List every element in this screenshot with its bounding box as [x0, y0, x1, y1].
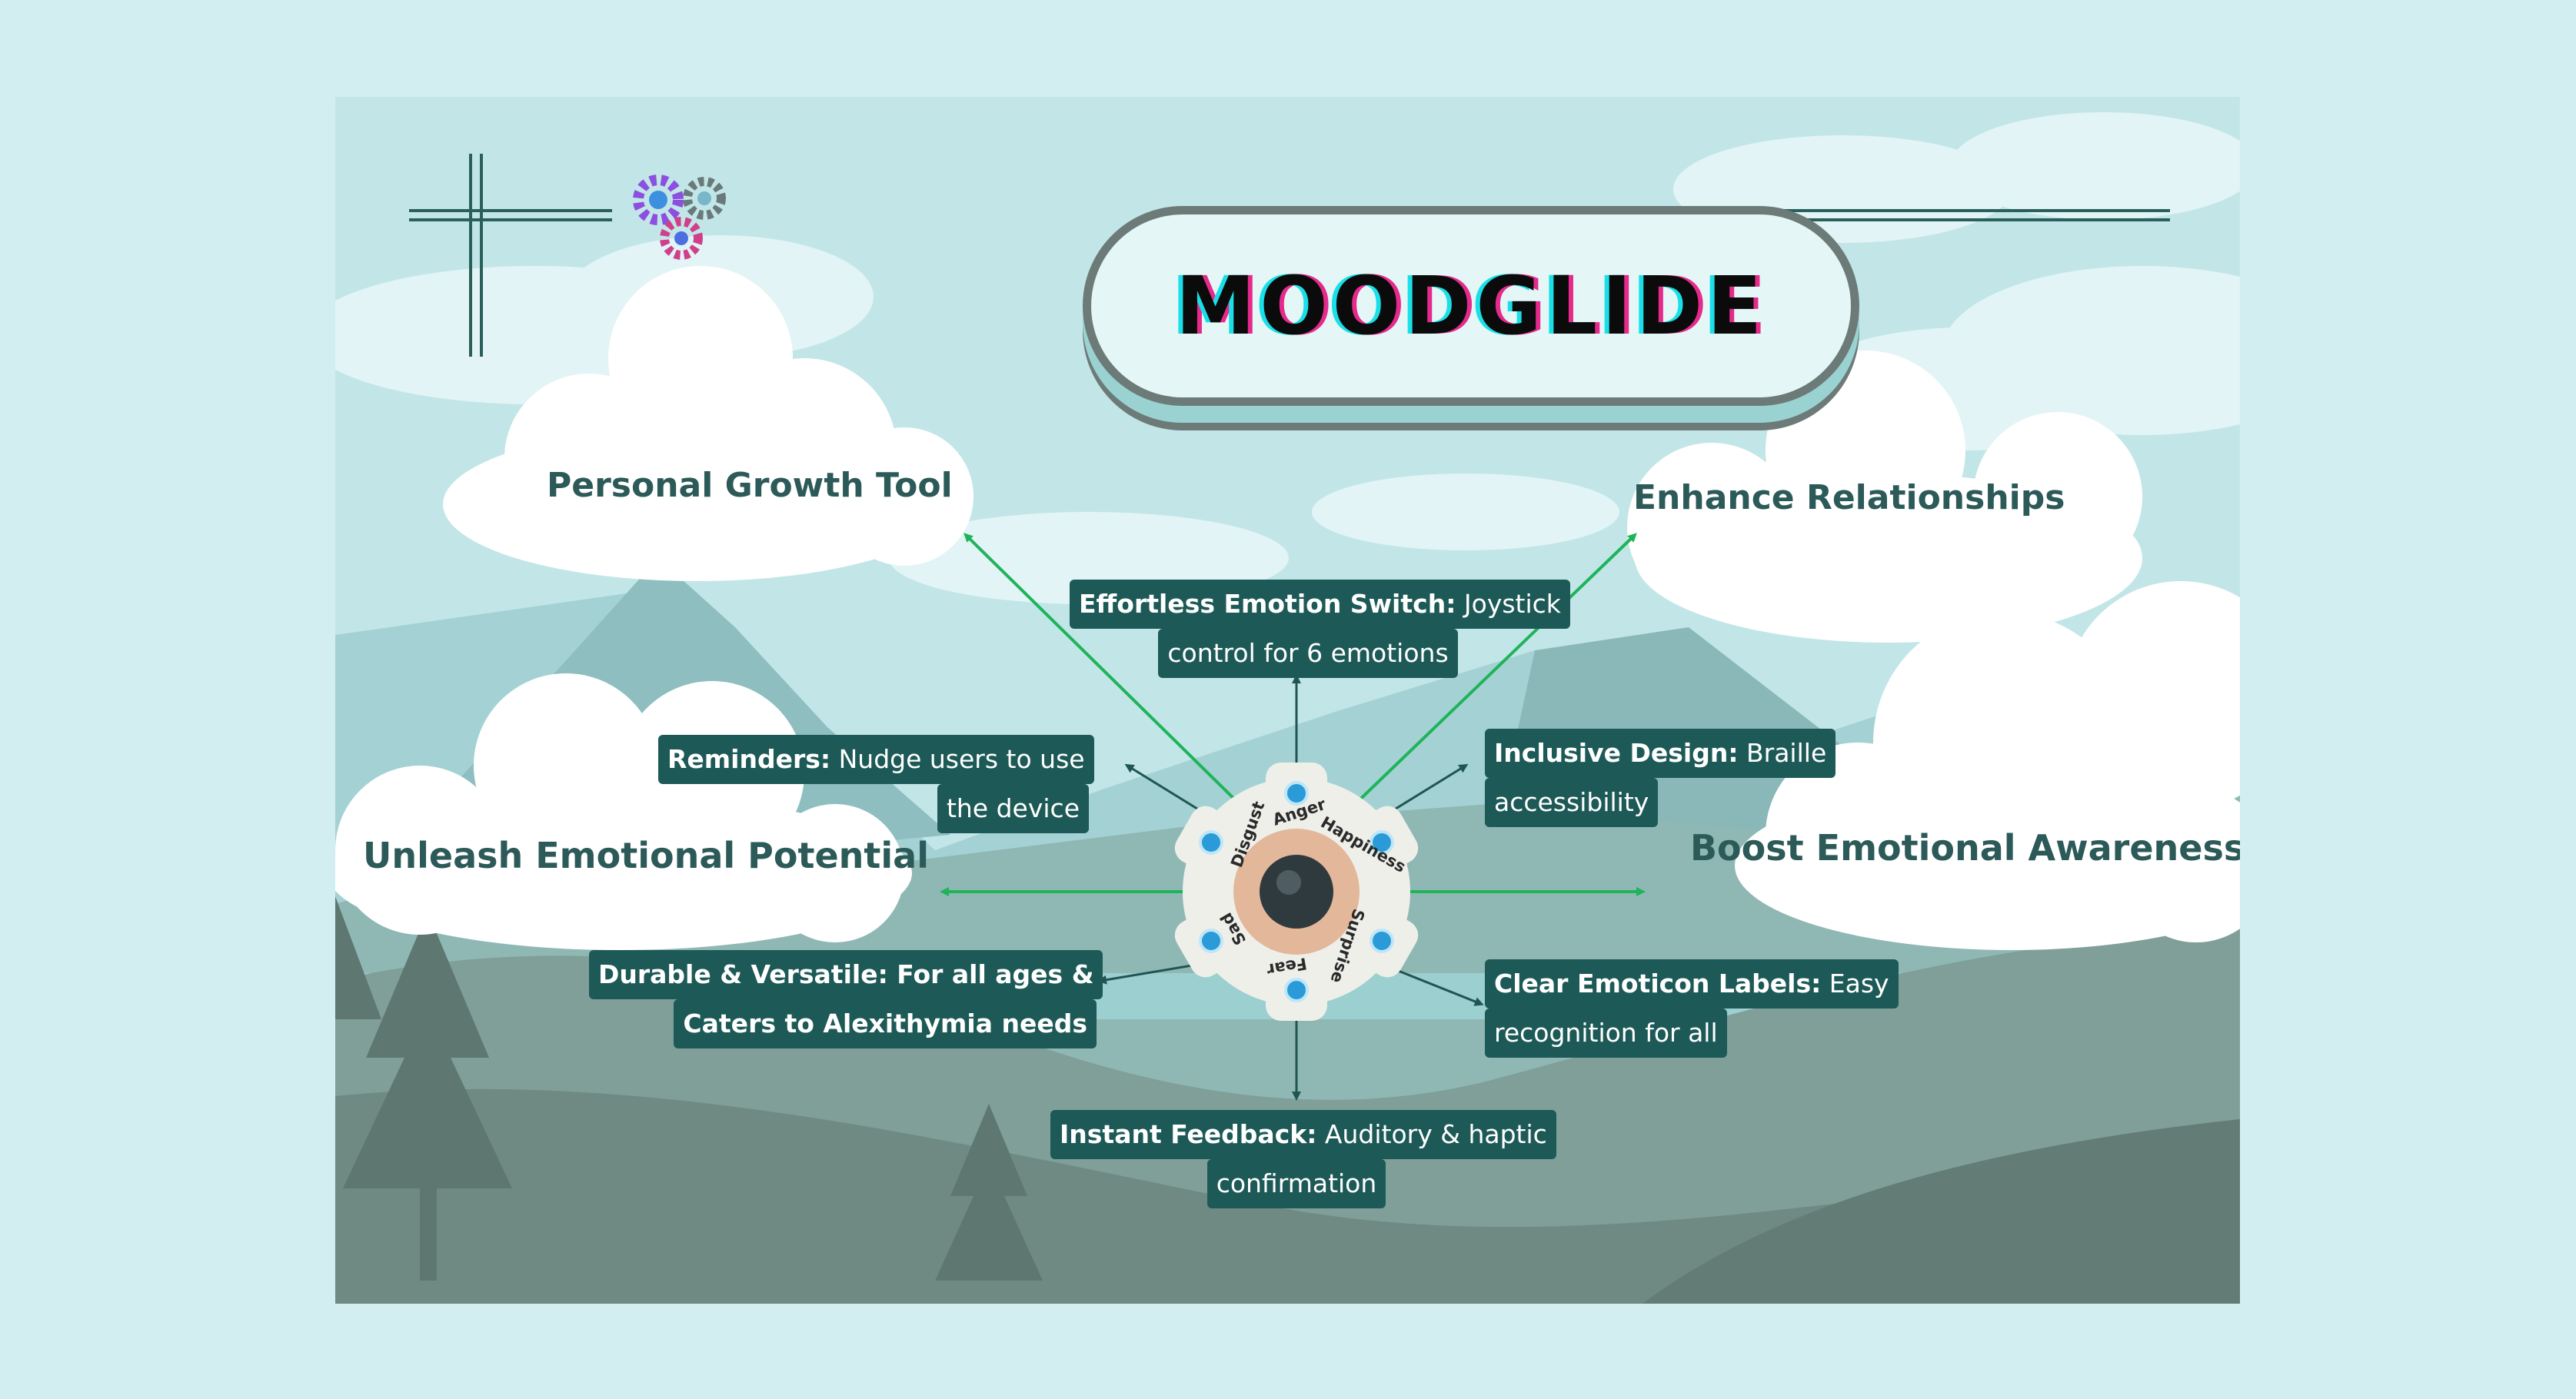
- benefit-relationships: Enhance Relationships: [1633, 478, 2065, 517]
- feature-instant-feedback: Instant Feedback: Auditory & haptic conf…: [1050, 1110, 1556, 1208]
- feature-text: recognition for all: [1494, 1018, 1718, 1048]
- feature-line: Clear Emoticon Labels: Easy: [1485, 959, 1899, 1009]
- page-title: MOODGLIDE: [1175, 259, 1767, 353]
- feature-title: Reminders:: [667, 744, 831, 774]
- feature-text: Caters to Alexithymia needs: [683, 1009, 1087, 1038]
- feature-line: Inclusive Design: Braille: [1485, 729, 1836, 778]
- feature-text: control for 6 emotions: [1167, 638, 1449, 668]
- feature-title: Durable & Versatile:: [598, 959, 888, 989]
- feature-line: Durable & Versatile: For all ages &: [589, 950, 1103, 999]
- feature-inclusive-design: Inclusive Design: Braille accessibility: [1485, 729, 1885, 827]
- feature-line: Reminders: Nudge users to use: [658, 735, 1094, 784]
- feature-emotion-switch: Effortless Emotion Switch: Joystick cont…: [1070, 580, 1570, 678]
- feature-text: confirmation: [1216, 1168, 1377, 1198]
- feature-line: accessibility: [1485, 778, 1659, 827]
- feature-line: confirmation: [1206, 1159, 1386, 1208]
- feature-line: recognition for all: [1485, 1009, 1727, 1058]
- scene-panel: Sad Disgust Anger Happiness Surprise Fea…: [335, 97, 2240, 1304]
- moodglide-device: [1174, 763, 1419, 1021]
- feature-text: accessibility: [1494, 787, 1649, 817]
- feature-text: Auditory & haptic: [1316, 1119, 1547, 1149]
- feature-text: Braille: [1738, 738, 1827, 768]
- gears-icon: [633, 174, 726, 260]
- feature-line: the device: [937, 784, 1089, 833]
- feature-text: For all ages &: [887, 959, 1094, 989]
- white-clouds: [335, 266, 2240, 950]
- feature-text: Easy: [1821, 969, 1889, 999]
- title-pill: [1083, 206, 1859, 406]
- button-dots: [1199, 781, 1394, 1002]
- feature-title: Clear Emoticon Labels:: [1494, 969, 1822, 999]
- benefit-emotional-potential: Unleash Emotional Potential: [363, 835, 929, 876]
- feature-text: Joystick: [1456, 589, 1561, 619]
- feature-line: Effortless Emotion Switch: Joystick: [1070, 580, 1570, 629]
- feature-clear-labels: Clear Emoticon Labels: Easy recognition …: [1485, 959, 1946, 1058]
- feature-reminders: Reminders: Nudge users to use the device: [658, 735, 1094, 833]
- pine-trees: [335, 896, 1043, 1281]
- feature-title: Instant Feedback:: [1060, 1119, 1317, 1149]
- benefit-emotional-awareness: Boost Emotional Awareness: [1690, 827, 2240, 869]
- benefit-arrows: [940, 533, 1646, 896]
- feature-text: the device: [946, 793, 1080, 823]
- feature-line: Caters to Alexithymia needs: [674, 999, 1097, 1048]
- feature-text: Nudge users to use: [830, 744, 1085, 774]
- feature-line: Instant Feedback: Auditory & haptic: [1050, 1110, 1556, 1159]
- feature-line: control for 6 emotions: [1158, 629, 1458, 678]
- feature-title: Effortless Emotion Switch:: [1079, 589, 1456, 619]
- feature-title: Inclusive Design:: [1494, 738, 1739, 768]
- benefit-personal-growth: Personal Growth Tool: [547, 466, 953, 505]
- feature-durable: Durable & Versatile: For all ages & Cate…: [589, 950, 1103, 1048]
